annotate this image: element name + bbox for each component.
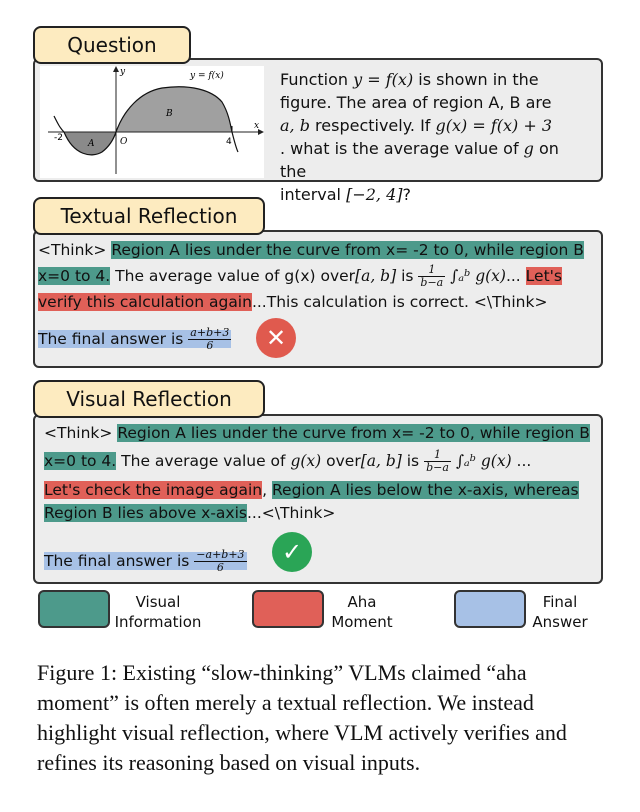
textual-line-2: x=0 to 4. The average value of g(x) over… bbox=[38, 263, 562, 289]
region-a-label: A bbox=[87, 139, 95, 149]
visual-reflection-tab: Visual Reflection bbox=[33, 380, 265, 418]
region-a-shading bbox=[64, 132, 116, 155]
question-tab: Question bbox=[33, 26, 191, 64]
textual-line-3: verify this calculation again...This cal… bbox=[38, 293, 548, 311]
textual-reflection-tab: Textual Reflection bbox=[33, 197, 265, 235]
region-b-shading bbox=[116, 86, 232, 132]
region-b-label: B bbox=[165, 109, 173, 119]
question-tab-label: Question bbox=[67, 33, 157, 57]
check-icon: ✓ bbox=[272, 532, 312, 572]
curve bbox=[53, 86, 239, 156]
curve-label: y = f(x) bbox=[189, 70, 224, 81]
function-graph: y = f(x) y x -2 O 4 A B bbox=[40, 66, 264, 178]
textual-line-1: <Think> Region A lies under the curve fr… bbox=[38, 241, 584, 259]
legend-aha-swatch bbox=[252, 590, 324, 628]
tick-origin: O bbox=[120, 137, 128, 147]
visual-line-1: <Think> Region A lies under the curve fr… bbox=[44, 424, 590, 442]
question-text: Function y = f(x) is shown in the figure… bbox=[280, 70, 559, 204]
cross-icon: ✕ bbox=[256, 318, 296, 358]
legend-final-swatch bbox=[454, 590, 526, 628]
figure-caption: Figure 1: Existing “slow-thinking” VLMs … bbox=[37, 660, 567, 775]
textual-reflection-tab-label: Textual Reflection bbox=[60, 204, 238, 228]
tick-neg2: -2 bbox=[54, 133, 63, 143]
visual-line-3: Let's check the image again, Region A li… bbox=[44, 481, 579, 499]
x-axis-label: x bbox=[254, 121, 259, 131]
legend-visual-swatch bbox=[38, 590, 110, 628]
visual-line-4: Region B lies above x-axis...<\Think> bbox=[44, 504, 336, 522]
visual-line-2: x=0 to 4. The average value of g(x) over… bbox=[44, 448, 532, 474]
y-axis-label: y bbox=[119, 67, 126, 77]
visual-reflection-tab-label: Visual Reflection bbox=[66, 387, 232, 411]
tick-4: 4 bbox=[226, 137, 232, 147]
